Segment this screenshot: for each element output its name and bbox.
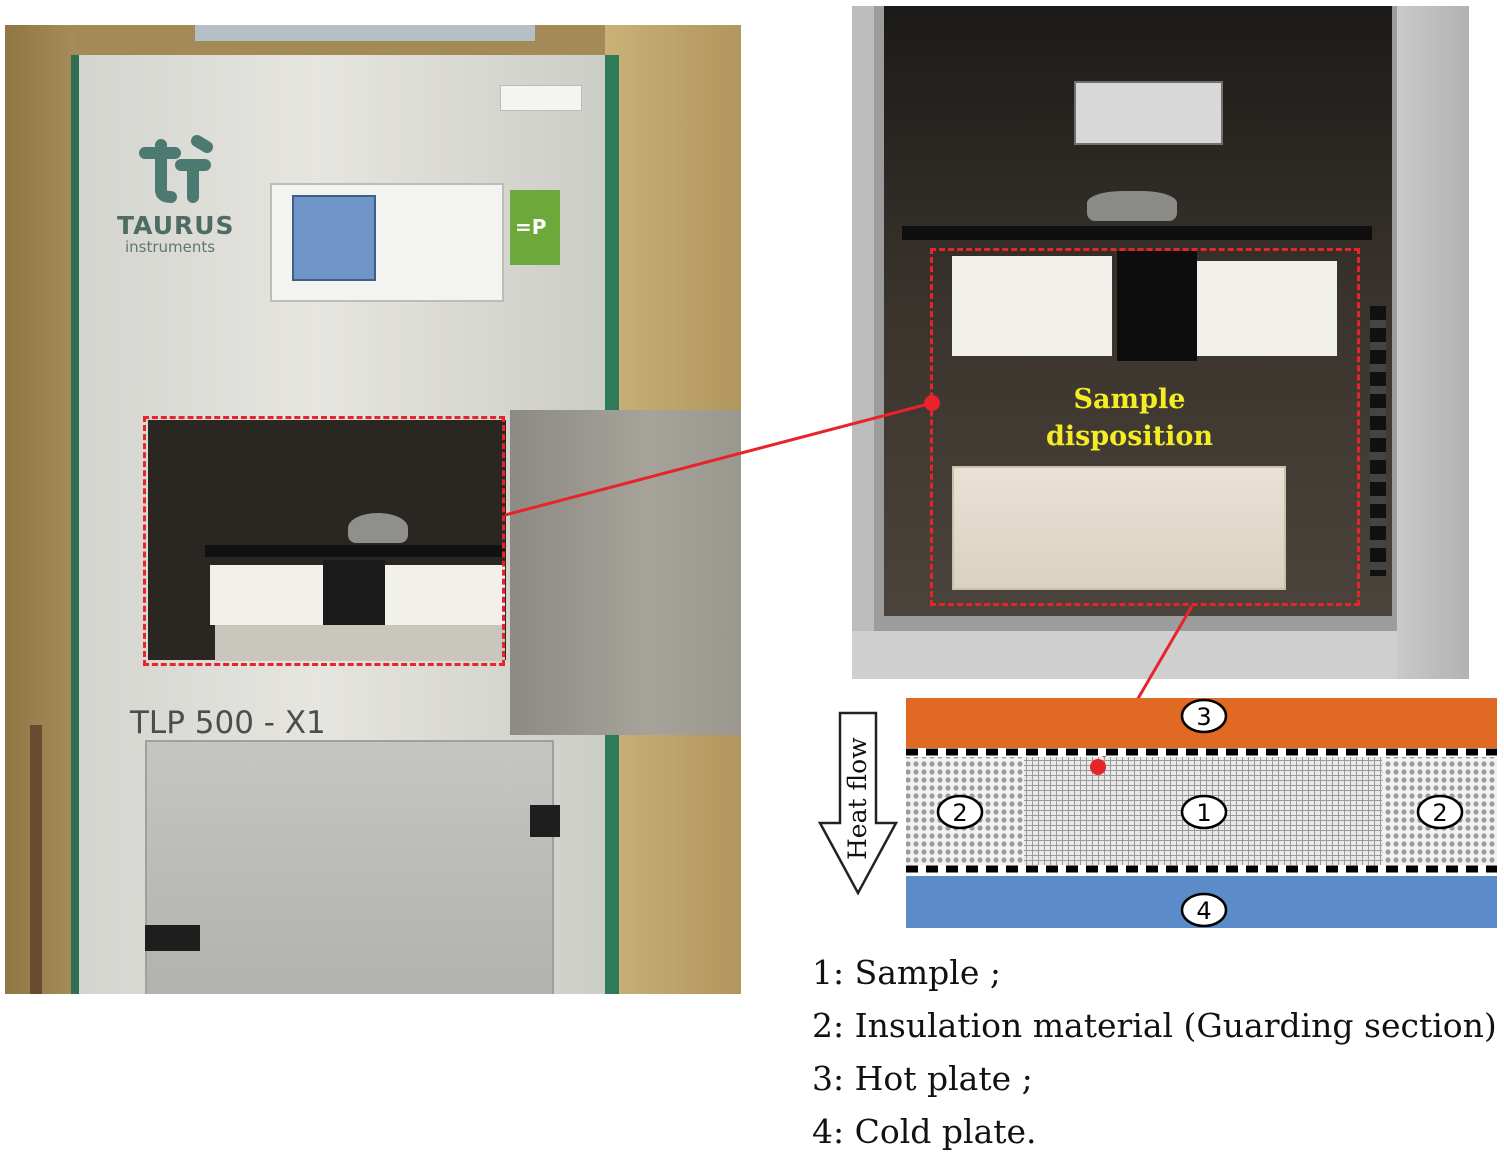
brand-subtitle: instruments [125, 238, 216, 256]
marker-1-label: 1 [1196, 799, 1211, 827]
connector-dot [924, 395, 940, 411]
legend-item-3: 3: Hot plate ; [812, 1059, 1033, 1098]
brand-name: TAURUS [117, 211, 235, 240]
chamber-floor [852, 631, 1469, 679]
chamber-shelf [205, 545, 505, 557]
heat-flow-label: Heat flow [843, 737, 872, 860]
control-screen [292, 195, 376, 281]
marker-2-left-label: 2 [952, 799, 967, 827]
hot-plate-center [1117, 251, 1197, 361]
chamber-top-plate [902, 226, 1372, 240]
hot-plate-housing [952, 256, 1112, 356]
marker-2-right-label: 2 [1432, 799, 1447, 827]
upper-interface [906, 748, 1497, 756]
chamber-plate-center [323, 560, 385, 630]
marker-3 [1180, 698, 1228, 734]
marker-2-left [936, 794, 984, 830]
sample-callout-box [930, 248, 1360, 606]
model-label: TLP 500 - X1 [130, 705, 326, 741]
marker-2-right [1416, 794, 1464, 830]
legend-item-2: 2: Insulation material (Guarding section… [812, 1006, 1504, 1045]
picardie-badge [510, 190, 560, 265]
marker-4-label: 4 [1196, 897, 1211, 925]
cabinet-top-label [195, 25, 535, 41]
instrument-photo: TAURUS instruments =P TLP 500 - X1 [5, 25, 741, 994]
legend-item-1: 1: Sample ; [812, 953, 1001, 992]
chamber-weight [1087, 191, 1177, 221]
lower-cabinet-door [145, 740, 554, 994]
heat-flow-arrow-icon [817, 711, 899, 896]
chamber-door [1397, 6, 1469, 679]
wall-pipe [30, 725, 42, 994]
sample-label-line2: disposition [1045, 421, 1214, 452]
chamber-photo [852, 6, 1469, 679]
marker-4 [1180, 892, 1228, 928]
marker-1 [1180, 794, 1228, 830]
chamber-weight [348, 513, 408, 543]
cabinet-sticker [500, 85, 582, 111]
door-handle [145, 925, 200, 951]
taurus-logo-icon [139, 135, 213, 203]
marker-3-label: 3 [1196, 703, 1211, 731]
chamber-connector-box [1074, 81, 1223, 145]
chamber-callout-box [143, 416, 505, 666]
door-hinge [530, 805, 560, 837]
picardie-badge-mark: =P [515, 215, 547, 239]
legend-item-4: 4: Cold plate. [812, 1112, 1037, 1151]
connector-line [504, 401, 933, 517]
sample-label-line1: Sample [1073, 384, 1186, 415]
chamber-sample [215, 625, 505, 661]
connector-dot [1090, 759, 1106, 775]
lower-interface [906, 865, 1497, 873]
chamber-vent [1370, 306, 1386, 576]
sample-block [952, 466, 1286, 590]
hot-plate-housing [1197, 261, 1337, 356]
